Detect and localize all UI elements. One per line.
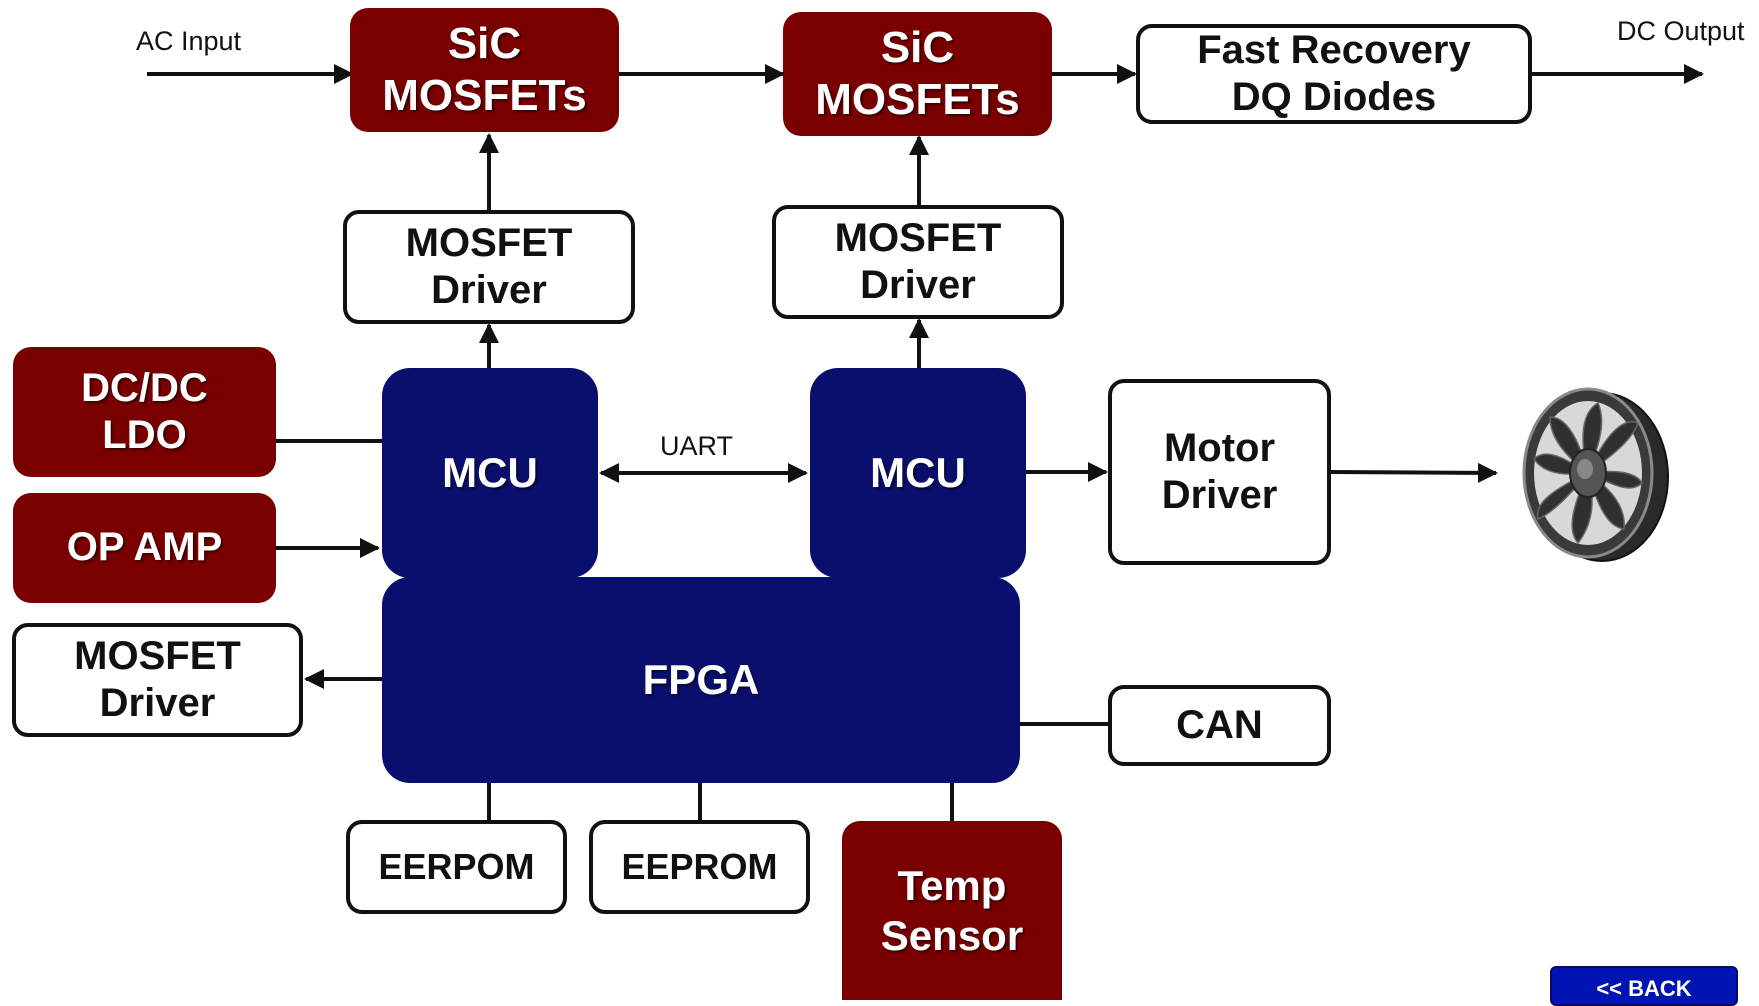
dc-output-label: DC Output	[1617, 16, 1745, 46]
can-label: CAN	[1176, 702, 1263, 747]
mosfet-driver-block-2: MOSFET Driver	[772, 205, 1064, 319]
sic-mosfets-block-1: SiC MOSFETs	[350, 8, 619, 132]
eerpom-block: EERPOM	[346, 820, 567, 914]
motor-to-fan-arrow	[1329, 462, 1498, 483]
eerpom-label: EERPOM	[378, 845, 535, 887]
fast-recovery-diodes-label: Fast Recovery DQ Diodes	[1197, 27, 1471, 119]
temp-sensor-label: Temp Sensor	[880, 861, 1024, 959]
can-block: CAN	[1108, 685, 1331, 766]
temp-sensor-block: Temp Sensor	[842, 821, 1062, 1000]
mcu-block-1: MCU	[382, 368, 598, 578]
motor-driver-block: Motor Driver	[1108, 379, 1331, 565]
op-amp-label: OP AMP	[66, 525, 223, 570]
mcu-label-2: MCU	[870, 449, 966, 497]
dcdc-ldo-label: DC/DC LDO	[81, 365, 208, 457]
sic-mosfets-label-2: SiC MOSFETs	[815, 23, 1020, 124]
back-button[interactable]: << BACK	[1550, 966, 1738, 1006]
eeprom-label: EEPROM	[621, 845, 778, 887]
mosfet-driver-block-1: MOSFET Driver	[343, 210, 635, 324]
back-button-label: << BACK	[1596, 976, 1692, 1001]
mosfet-driver-label-2: MOSFET Driver	[834, 215, 1002, 307]
fpga-label: FPGA	[642, 656, 760, 704]
eeprom-block: EEPROM	[589, 820, 810, 914]
sic-mosfets-block-2: SiC MOSFETs	[783, 12, 1052, 136]
mcu-label-1: MCU	[442, 449, 538, 497]
mosfet-driver-label-3: MOSFET Driver	[74, 633, 241, 725]
motor-driver-label: Motor Driver	[1161, 425, 1278, 517]
mcu-block-2: MCU	[810, 368, 1026, 578]
mosfet-driver-label-1: MOSFET Driver	[405, 220, 573, 312]
dcdc-ldo-block: DC/DC LDO	[13, 347, 276, 477]
cooling-fan-icon	[1522, 387, 1669, 562]
uart-label: UART	[660, 431, 734, 461]
fpga-block: FPGA	[382, 577, 1020, 783]
ac-input-label: AC Input	[136, 26, 242, 56]
fast-recovery-diodes-block: Fast Recovery DQ Diodes	[1136, 24, 1532, 124]
mosfet-driver-block-3: MOSFET Driver	[12, 623, 303, 737]
sic-mosfets-label-1: SiC MOSFETs	[382, 19, 587, 120]
op-amp-block: OP AMP	[13, 493, 276, 603]
